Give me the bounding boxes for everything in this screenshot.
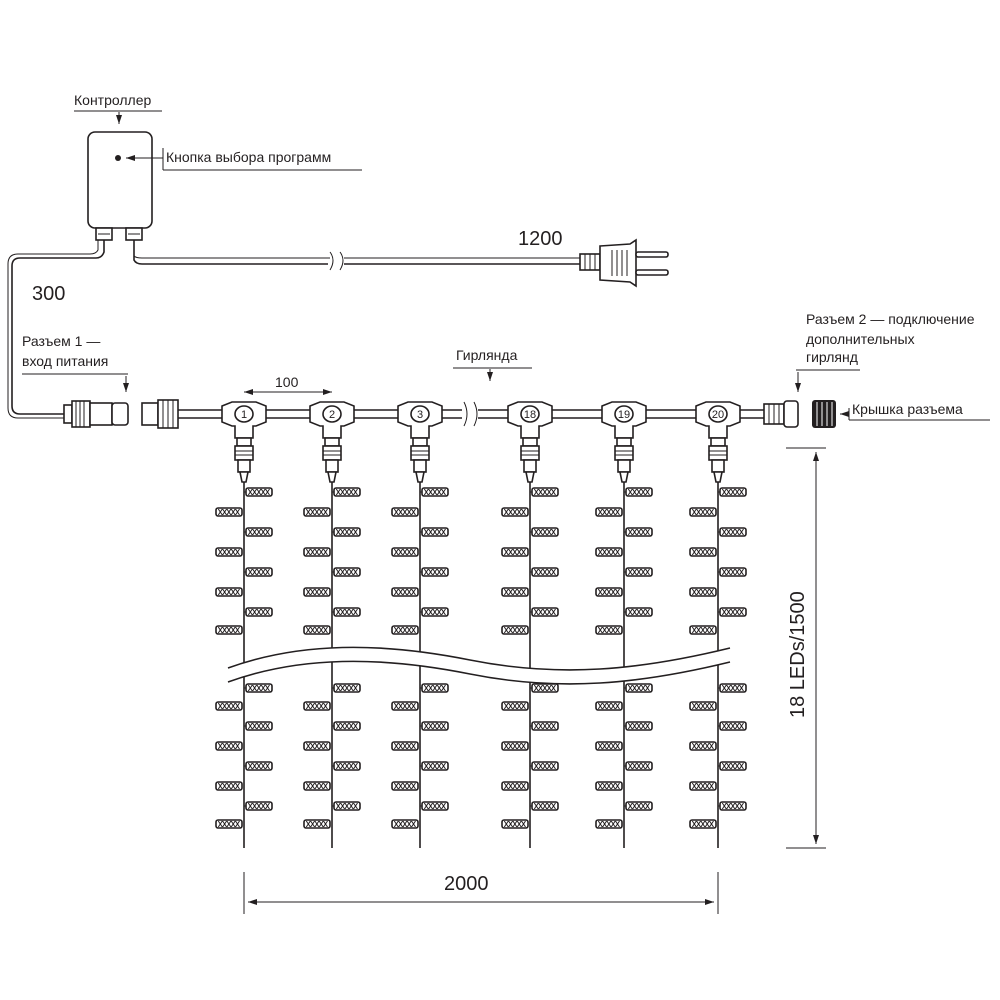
- connector-1-label-line2: вход питания: [22, 353, 108, 369]
- program-select-button: [115, 155, 121, 161]
- string-number: 3: [417, 409, 423, 421]
- string-number: 1: [241, 409, 247, 421]
- power-cable: [133, 240, 580, 271]
- connector-cap-label: Крышка разъема: [852, 401, 963, 417]
- led-string: 3: [391, 401, 449, 848]
- controller-body: [87, 131, 153, 229]
- connector-2-label-line1: Разъем 2 — подключение: [806, 311, 975, 327]
- power-cable-length: 1200: [518, 228, 563, 250]
- connector-2-expansion: [763, 400, 799, 428]
- led-string: 1: [215, 401, 273, 848]
- controller-cable: [7, 240, 105, 419]
- total-width-dimension: 2000: [444, 873, 489, 895]
- button-label: Кнопка выбора программ: [166, 149, 331, 165]
- garland-label: Гирлянда: [456, 347, 518, 363]
- controller-cable-length: 300: [32, 283, 65, 305]
- connector-1-power-input: [63, 399, 179, 429]
- connector-1-label-line1: Разъем 1 —: [22, 333, 100, 349]
- string-number: 18: [524, 409, 536, 421]
- controller-label: Контроллер: [74, 92, 151, 108]
- string-spacing-dimension: 100: [275, 374, 299, 390]
- break-wave: [227, 646, 731, 685]
- led-string: 19: [595, 401, 653, 848]
- connector-2-label-line3: гирлянд: [806, 349, 858, 365]
- led-strings: 1 2 3 18 19 20: [215, 401, 747, 848]
- connector-2-label-line2: дополнительных: [806, 331, 915, 347]
- connector-cap: [812, 400, 836, 428]
- string-height-dimension: 18 LEDs/1500: [787, 591, 809, 718]
- power-plug: [579, 238, 669, 288]
- string-number: 20: [712, 409, 724, 421]
- string-number: 2: [329, 409, 335, 421]
- string-number: 19: [618, 409, 630, 421]
- led-string: 20: [689, 401, 747, 848]
- controller: [87, 131, 153, 241]
- led-string: 2: [303, 401, 361, 848]
- led-string: 18: [501, 401, 559, 848]
